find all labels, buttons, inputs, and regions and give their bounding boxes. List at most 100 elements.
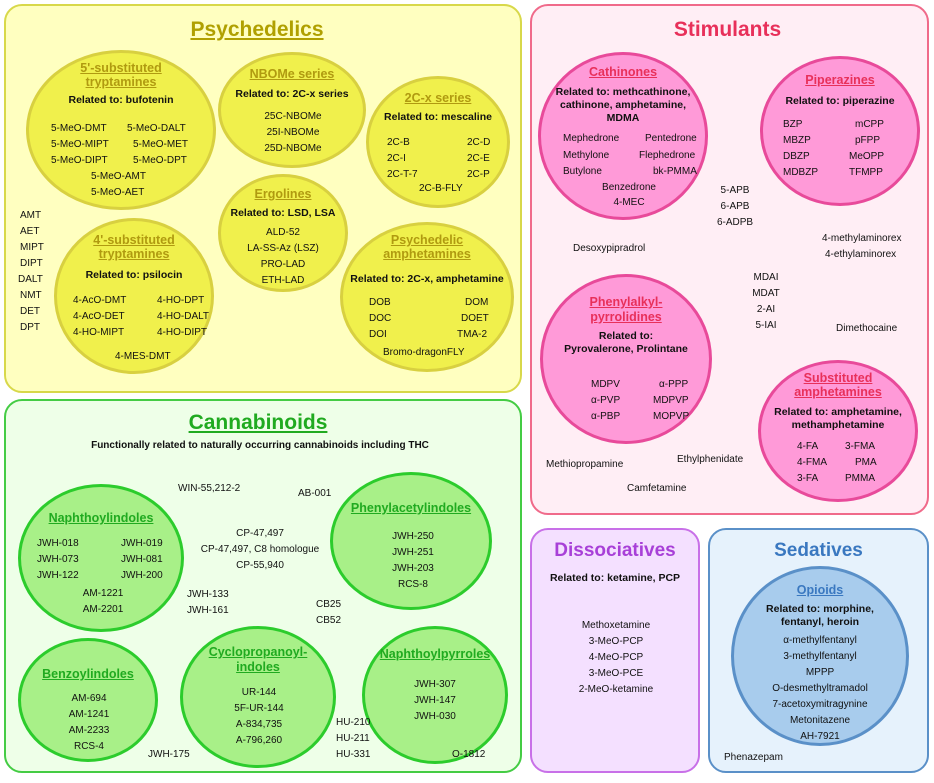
list-item: HU-210 xyxy=(336,717,371,728)
list-item: MBZP xyxy=(783,135,811,146)
related-label: Pyrovalerone, Prolintane xyxy=(564,343,688,355)
list-item: O-desmethyltramadol xyxy=(772,683,868,694)
list-item: 5-MeO-MIPT xyxy=(51,139,109,150)
circle-title: amphetamines xyxy=(383,247,471,261)
related-label: Related to: bufotenin xyxy=(68,94,174,106)
list-item: JWH-133 xyxy=(187,589,229,600)
circle-title: Psychedelic xyxy=(390,233,464,247)
circle-title: amphetamines xyxy=(794,385,882,399)
related-label: Related to: xyxy=(598,330,654,342)
list-item: RCS-4 xyxy=(73,741,105,752)
related-label: Related to: 2C-x, amphetamine xyxy=(350,273,504,285)
list-item: MDBZP xyxy=(783,167,818,178)
list-item: Methiopropamine xyxy=(546,459,624,470)
circle-title: Naphthoylpyrroles xyxy=(379,647,491,661)
related-label: Related to: morphine, xyxy=(766,603,874,615)
related-label: fentanyl, heroin xyxy=(780,616,860,628)
related-label: MDMA xyxy=(606,112,640,124)
2c-x-series-circle: 2C-x series Related to: mescaline 2C-B 2… xyxy=(366,76,510,208)
list-item: AET xyxy=(20,226,40,237)
circle-title: NBOMe series xyxy=(249,67,335,81)
list-item: 2C-P xyxy=(467,169,490,180)
circle-title: Piperazines xyxy=(805,73,875,87)
list-item: 4-HO-DPT xyxy=(157,295,205,306)
list-item: 5F-UR-144 xyxy=(234,703,284,714)
list-item: 3-FMA xyxy=(845,441,875,452)
naphthoylpyrroles-circle: Naphthoylpyrroles JWH-307 JWH-147 JWH-03… xyxy=(362,626,508,764)
circle-title: Phenylacetylindoles xyxy=(350,501,472,515)
circle-title: Benzoylindoles xyxy=(42,667,134,681)
list-item: CP-47,497 xyxy=(236,528,284,539)
nbome-series-circle: NBOMe series Related to: 2C-x series 25C… xyxy=(218,52,366,168)
list-item: Pentedrone xyxy=(645,133,697,144)
list-item: AM-2201 xyxy=(82,604,124,615)
related-label: Related to: 2C-x series xyxy=(235,88,349,100)
list-item: α-PPP xyxy=(659,379,689,390)
related-label: Related to: psilocin xyxy=(85,269,183,281)
list-item: UR-144 xyxy=(241,687,277,698)
list-item: 4-FMA xyxy=(797,457,827,468)
psychedelics-title: Psychedelics xyxy=(190,18,324,41)
list-item: AH-7921 xyxy=(800,731,840,742)
list-item: Desoxypipradrol xyxy=(573,243,646,254)
list-item: PRO-LAD xyxy=(260,259,306,270)
list-item: bk-PMMA xyxy=(653,166,697,177)
list-item: mCPP xyxy=(855,119,884,130)
list-item: DIPT xyxy=(20,258,43,269)
related-label: Related to: piperazine xyxy=(785,95,895,107)
list-item: 4-AcO-DMT xyxy=(73,295,127,306)
cannabinoids-subtitle: Functionally related to naturally occurr… xyxy=(91,440,429,451)
list-item: HU-331 xyxy=(336,749,371,760)
circle-title: pyrrolidines xyxy=(590,310,662,324)
substituted-amphetamines-circle: Substituted amphetamines Related to: amp… xyxy=(758,360,918,502)
list-item: 4-HO-MIPT xyxy=(73,327,125,338)
related-label: Related to: ketamine, PCP xyxy=(549,572,681,584)
cannabinoids-title: Cannabinoids xyxy=(188,411,328,434)
list-item: MOPVP xyxy=(653,411,690,422)
related-label: Related to: amphetamine, xyxy=(774,406,902,418)
list-item: MDAI xyxy=(753,272,779,283)
list-item: 4-FA xyxy=(797,441,819,452)
dissociatives-panel: Dissociatives Related to: ketamine, PCP … xyxy=(530,528,700,773)
list-item: ETH-LAD xyxy=(261,275,305,286)
list-item: ALD-52 xyxy=(266,227,300,238)
list-item: A-796,260 xyxy=(235,735,283,746)
list-item: PMA xyxy=(855,457,877,468)
related-label: methamphetamine xyxy=(791,419,885,431)
list-item: 5-MeO-DALT xyxy=(127,123,186,134)
list-item: MDAT xyxy=(752,288,780,299)
circle-title: indoles xyxy=(236,660,280,674)
list-item: Methoxetamine xyxy=(581,620,651,631)
list-item: JWH-019 xyxy=(121,538,163,549)
list-item: Bromo-dragonFLY xyxy=(383,347,465,358)
circle-title: 4'-substituted xyxy=(93,233,175,247)
list-item: pFPP xyxy=(855,135,881,146)
list-item: 4-HO-DALT xyxy=(157,311,210,322)
list-item: Dimethocaine xyxy=(836,323,898,334)
list-item: Mephedrone xyxy=(563,133,620,144)
list-item: DET xyxy=(20,306,40,317)
cyclopropanoylindoles-circle: Cyclopropanoyl- indoles UR-144 5F-UR-144… xyxy=(180,626,336,768)
list-item: 25C-NBOMe xyxy=(264,111,322,122)
list-item: 7-acetoxymitragynine xyxy=(772,699,868,710)
list-item: TMA-2 xyxy=(457,329,487,340)
list-item: 2C-B xyxy=(387,137,410,148)
list-item: PMMA xyxy=(845,473,875,484)
list-item: 5-MeO-DIPT xyxy=(51,155,108,166)
list-item: BZP xyxy=(783,119,803,130)
list-item: 4-MeO-PCP xyxy=(588,652,644,663)
phenylacetylindoles-circle: Phenylacetylindoles JWH-250 JWH-251 JWH-… xyxy=(330,472,492,610)
naphthoylindoles-circle: Naphthoylindoles JWH-018 JWH-019 JWH-073… xyxy=(18,484,184,632)
list-item: α-PVP xyxy=(591,395,621,406)
list-item: 6-APB xyxy=(720,201,750,212)
stimulants-title: Stimulants xyxy=(673,18,782,41)
list-item: RCS-8 xyxy=(397,579,429,590)
circle-title: Substituted xyxy=(803,371,873,385)
list-item: DOC xyxy=(369,313,392,324)
list-item: AM-1241 xyxy=(68,709,110,720)
list-item: Butylone xyxy=(563,166,602,177)
list-item: 25D-NBOMe xyxy=(264,143,322,154)
list-item: 4-ethylaminorex xyxy=(825,249,897,260)
circle-title: Ergolines xyxy=(254,187,312,201)
list-item: 4-MEC xyxy=(613,197,645,208)
